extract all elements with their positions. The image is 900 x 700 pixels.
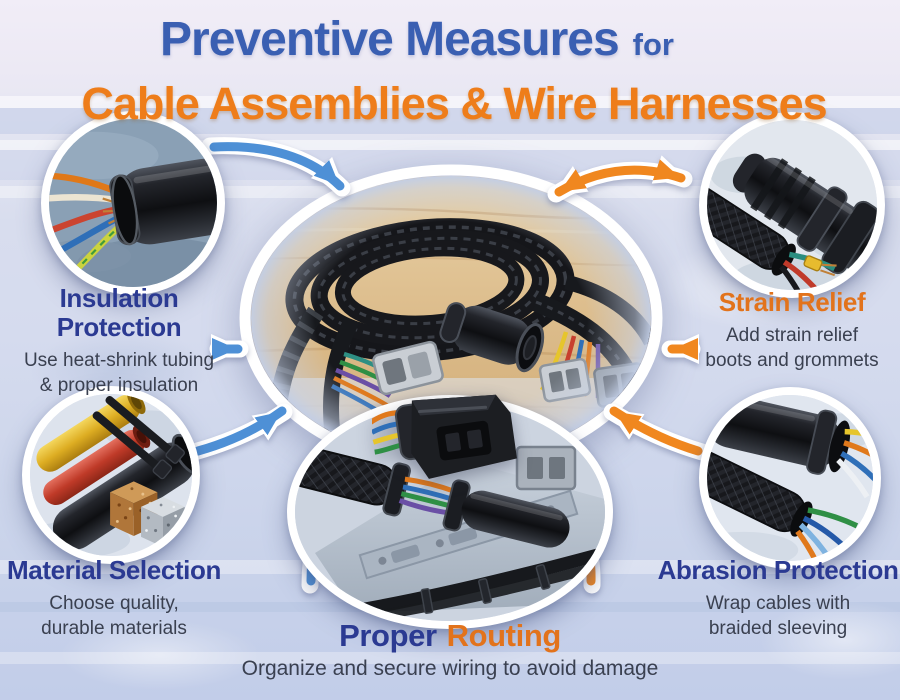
proper-routing-heading: Proper Routing <box>190 618 710 654</box>
strain-relief-description: Add strain relief boots and grommets <box>705 325 879 371</box>
title-line-1: Preventive Measures for <box>0 14 834 77</box>
material-samples-illustration <box>30 394 192 556</box>
abrasion-protection-heading: Abrasion Protection <box>657 555 899 585</box>
material-selection-heading: Material Selection <box>7 555 221 585</box>
title-line-2: Cable Assemblies & Wire Harnesses <box>81 78 827 129</box>
material-selection-callout: Material Selection Choose quality, durab… <box>2 556 226 641</box>
title-main: Preventive Measures <box>160 13 620 66</box>
abrasion-protection-circle <box>699 387 881 569</box>
braided-sleeving-illustration <box>707 395 873 561</box>
proper-routing-description: Organize and secure wiring to avoid dama… <box>241 657 659 680</box>
strain-relief-callout: Strain Relief Add strain relief boots an… <box>686 288 898 373</box>
proper-routing-callout: Proper Routing Organize and secure wiring… <box>190 618 710 681</box>
insulation-protection-heading: Insulation Protection <box>56 283 182 342</box>
strain-relief-boot-illustration <box>707 120 877 290</box>
strain-relief-heading: Strain Relief <box>718 287 866 317</box>
insulation-protection-callout: Insulation Protection Use heat-shrink tu… <box>6 284 232 398</box>
cable-harness-assembly-illustration <box>239 164 663 472</box>
title-suffix: for <box>632 27 674 62</box>
proper-routing-heading-word1: Proper <box>339 618 437 653</box>
page-title: Preventive Measures for Cable Assemblies … <box>0 14 900 131</box>
material-selection-circle <box>22 386 200 564</box>
heat-shrink-tubing-illustration <box>49 119 217 287</box>
material-selection-description: Choose quality, durable materials <box>41 593 187 639</box>
insulation-protection-circle <box>41 111 225 295</box>
insulation-protection-description: Use heat-shrink tubing & proper insulati… <box>23 350 215 396</box>
proper-routing-heading-word2: Routing <box>446 618 562 653</box>
main-connector-illustration <box>372 394 517 479</box>
strain-relief-circle <box>699 112 885 298</box>
